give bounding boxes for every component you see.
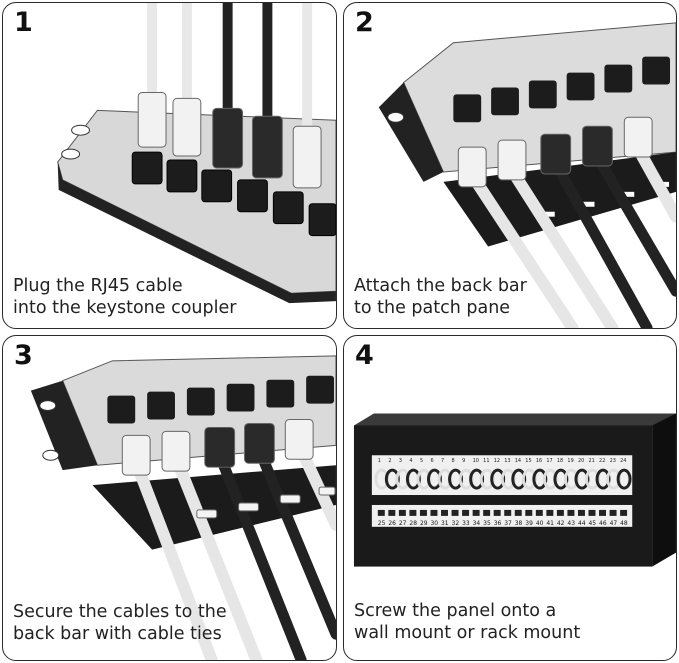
port-label: 41 — [546, 520, 554, 527]
port-label: 11 — [483, 458, 489, 464]
step-caption: Plug the RJ45 cable into the keystone co… — [13, 275, 236, 319]
port-label: 33 — [462, 520, 470, 527]
rj45-jack — [377, 509, 385, 516]
port-label: 39 — [525, 520, 533, 527]
step-number: 2 — [355, 7, 374, 38]
rj45-jack — [462, 509, 470, 516]
rj45-jack — [535, 509, 543, 516]
port-label: 34 — [473, 520, 481, 527]
rj45-jack — [620, 509, 628, 516]
step-1-panel: 1 Plug the RJ45 cable into the keystone … — [2, 2, 337, 329]
port-label: 37 — [504, 520, 512, 527]
port-label: 23 — [610, 458, 616, 464]
rj45-jack — [609, 509, 617, 516]
port-label: 3 — [399, 458, 402, 464]
port-label: 36 — [494, 520, 502, 527]
caption-line: wall mount or rack mount — [354, 623, 581, 643]
rj45-jack — [483, 509, 491, 516]
rj45-jack — [493, 509, 501, 516]
port-label: 25 — [378, 520, 386, 527]
port-label: 24 — [620, 458, 626, 464]
rj45-jack — [599, 509, 607, 516]
port-label: 32 — [452, 520, 460, 527]
port-label: 27 — [399, 520, 407, 527]
port-label: 47 — [610, 520, 618, 527]
port-label: 5 — [420, 458, 423, 464]
port-label: 42 — [557, 520, 565, 527]
back-bar-illustration — [378, 22, 676, 328]
rj45-jack — [472, 509, 480, 516]
port-label: 18 — [557, 458, 563, 464]
port-label: 43 — [567, 520, 575, 527]
port-label: 30 — [430, 520, 438, 527]
rj45-jack — [577, 509, 585, 516]
rj45-jack — [546, 509, 554, 516]
port-label: 48 — [620, 520, 628, 527]
caption-line: Screw the panel onto a — [354, 601, 557, 621]
step-caption: Attach the back bar to the patch pane — [354, 275, 527, 319]
caption-line: to the patch pane — [354, 298, 511, 318]
port-label: 46 — [599, 520, 607, 527]
keystone-coupler-illustration — [57, 3, 336, 304]
port-label: 8 — [452, 458, 455, 464]
rj45-jack — [441, 509, 448, 516]
port-label: 17 — [546, 458, 552, 464]
port-label: 28 — [409, 520, 417, 527]
port-label: 14 — [515, 458, 521, 464]
port-label: 7 — [441, 458, 444, 464]
rj45-jack — [419, 509, 427, 516]
rj45-jack — [398, 509, 406, 516]
rj45-jack — [409, 509, 417, 516]
rj45-jack — [556, 509, 564, 516]
rj45-jack — [588, 509, 596, 516]
rj45-jack — [525, 509, 533, 516]
port-label: 26 — [388, 520, 396, 527]
caption-line: Plug the RJ45 cable — [13, 276, 183, 296]
rj45-jack — [567, 509, 575, 516]
rj45-jack — [430, 509, 438, 516]
step-number: 1 — [14, 7, 33, 38]
port-label: 2 — [388, 458, 391, 464]
port-label: 31 — [441, 520, 449, 527]
port-label: 22 — [599, 458, 605, 464]
port-label: 15 — [525, 458, 531, 464]
caption-line: Attach the back bar — [354, 276, 527, 296]
port-label: 10 — [473, 458, 479, 464]
rj45-jack — [451, 509, 459, 516]
port-label: 12 — [494, 458, 500, 464]
port-label: 40 — [536, 520, 544, 527]
port-label: 1 — [378, 458, 381, 464]
rj45-jack — [514, 509, 522, 516]
caption-line: Secure the cables to the — [13, 602, 227, 622]
port-label: 6 — [430, 458, 433, 464]
step-2-panel: 2 Attach the back bar to the patch pane — [343, 2, 677, 329]
port-label: 21 — [589, 458, 595, 464]
port-label: 19 — [567, 458, 573, 464]
port-label: 38 — [515, 520, 523, 527]
rj45-jack — [504, 509, 512, 516]
port-label: 16 — [536, 458, 542, 464]
step-caption: Secure the cables to the back bar with c… — [13, 601, 227, 645]
step-number: 3 — [14, 340, 33, 371]
port-label: 44 — [578, 520, 586, 527]
port-label: 35 — [483, 520, 491, 527]
caption-line: into the keystone coupler — [13, 298, 237, 318]
port-label: 29 — [420, 520, 428, 527]
port-label: 9 — [462, 458, 465, 464]
port-label: 45 — [589, 520, 597, 527]
cable-loop — [616, 468, 632, 490]
step-3-panel: 3 Secure the cables to the back bar with… — [2, 335, 337, 661]
port-label: 20 — [578, 458, 584, 464]
step-number: 4 — [355, 340, 374, 371]
caption-line: back bar with cable ties — [13, 624, 222, 644]
rj45-jack — [388, 509, 396, 516]
port-label: 4 — [409, 458, 412, 464]
cable-ties-illustration — [30, 355, 336, 660]
port-label: 13 — [504, 458, 510, 464]
step-caption: Screw the panel onto a wall mount or rac… — [354, 600, 580, 644]
